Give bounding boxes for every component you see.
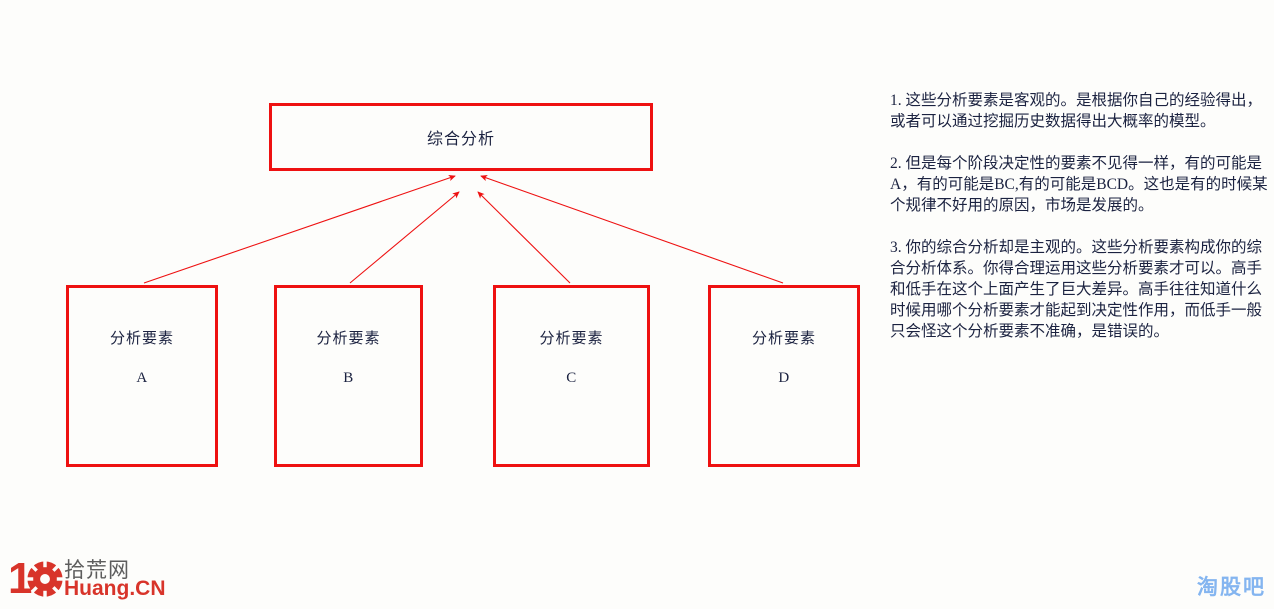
node-key: B <box>343 370 354 386</box>
edge-a-to-root <box>143 174 456 284</box>
edge-c-to-root <box>477 191 571 284</box>
site-name-en: Huang.CN <box>64 576 166 600</box>
site-name-cn: 拾荒网 <box>64 558 130 582</box>
node-comprehensive-analysis[interactable]: 综合分析 <box>269 103 653 171</box>
note-paragraph-3: 3. 你的综合分析却是主观的。这些分析要素构成你的综合分析体系。你得合理运用这些… <box>890 239 1263 340</box>
node-title: 分析要素 <box>539 331 604 347</box>
source-badge: 淘股吧 <box>1197 576 1266 599</box>
edge-b-to-root <box>349 191 460 284</box>
note-paragraph-2: 2. 但是每个阶段决定性的要素不见得一样，有的可能是A，有的可能是BC,有的可能… <box>890 155 1268 214</box>
node-title: 分析要素 <box>751 331 816 347</box>
site-watermark: 10 拾荒网 Huang.CN <box>6 555 166 603</box>
node-title: 综合分析 <box>426 131 495 148</box>
node-analysis-element-b[interactable]: 分析要素 B <box>274 285 423 467</box>
node-analysis-element-c[interactable]: 分析要素 C <box>493 285 650 467</box>
node-analysis-element-a[interactable]: 分析要素 A <box>66 285 218 467</box>
note-paragraph-1: 1. 这些分析要素是客观的。是根据你自己的经验得出，或者可以通过挖掘历史数据得出… <box>890 92 1263 130</box>
node-title: 分析要素 <box>109 331 174 347</box>
site-logo-text: 拾荒网 Huang.CN <box>64 560 166 599</box>
node-key: D <box>778 370 790 386</box>
analysis-framework-diagram: 综合分析 分析要素 A 分析要素 B 分析要素 C 分析要素 D <box>66 103 860 467</box>
site-logo-icon: 10 <box>6 556 64 602</box>
node-analysis-element-d[interactable]: 分析要素 D <box>708 285 860 467</box>
edge-d-to-root <box>480 175 784 284</box>
node-key: A <box>136 370 148 386</box>
node-key: C <box>566 370 577 386</box>
node-title: 分析要素 <box>316 331 381 347</box>
annotation-notes: 1. 这些分析要素是客观的。是根据你自己的经验得出，或者可以通过挖掘历史数据得出… <box>890 90 1274 363</box>
gear-icon <box>26 560 64 598</box>
